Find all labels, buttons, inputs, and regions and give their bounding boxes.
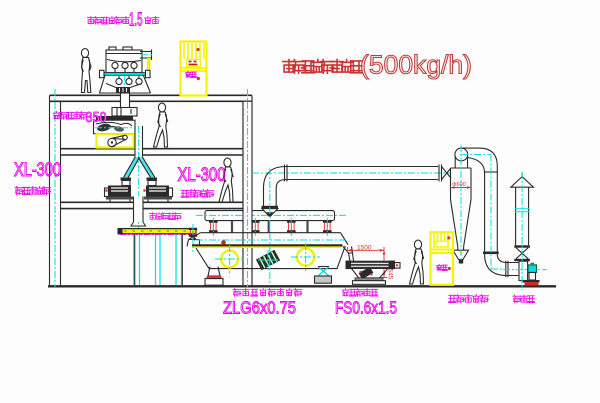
svg-text:FS0.6x1.5: FS0.6x1.5: [335, 298, 397, 318]
svg-text:350: 350: [86, 110, 107, 126]
svg-text:XL-300: XL-300: [14, 160, 61, 181]
svg-text:(500kg/h): (500kg/h): [360, 50, 472, 80]
svg-text:Φ600: Φ600: [452, 182, 466, 188]
svg-text:1.5: 1.5: [129, 10, 143, 30]
svg-text:XL-300: XL-300: [178, 165, 226, 186]
svg-text:545: 545: [387, 269, 394, 280]
svg-text:1500: 1500: [357, 244, 372, 251]
svg-text:ZLG6x0.75: ZLG6x0.75: [223, 298, 296, 318]
